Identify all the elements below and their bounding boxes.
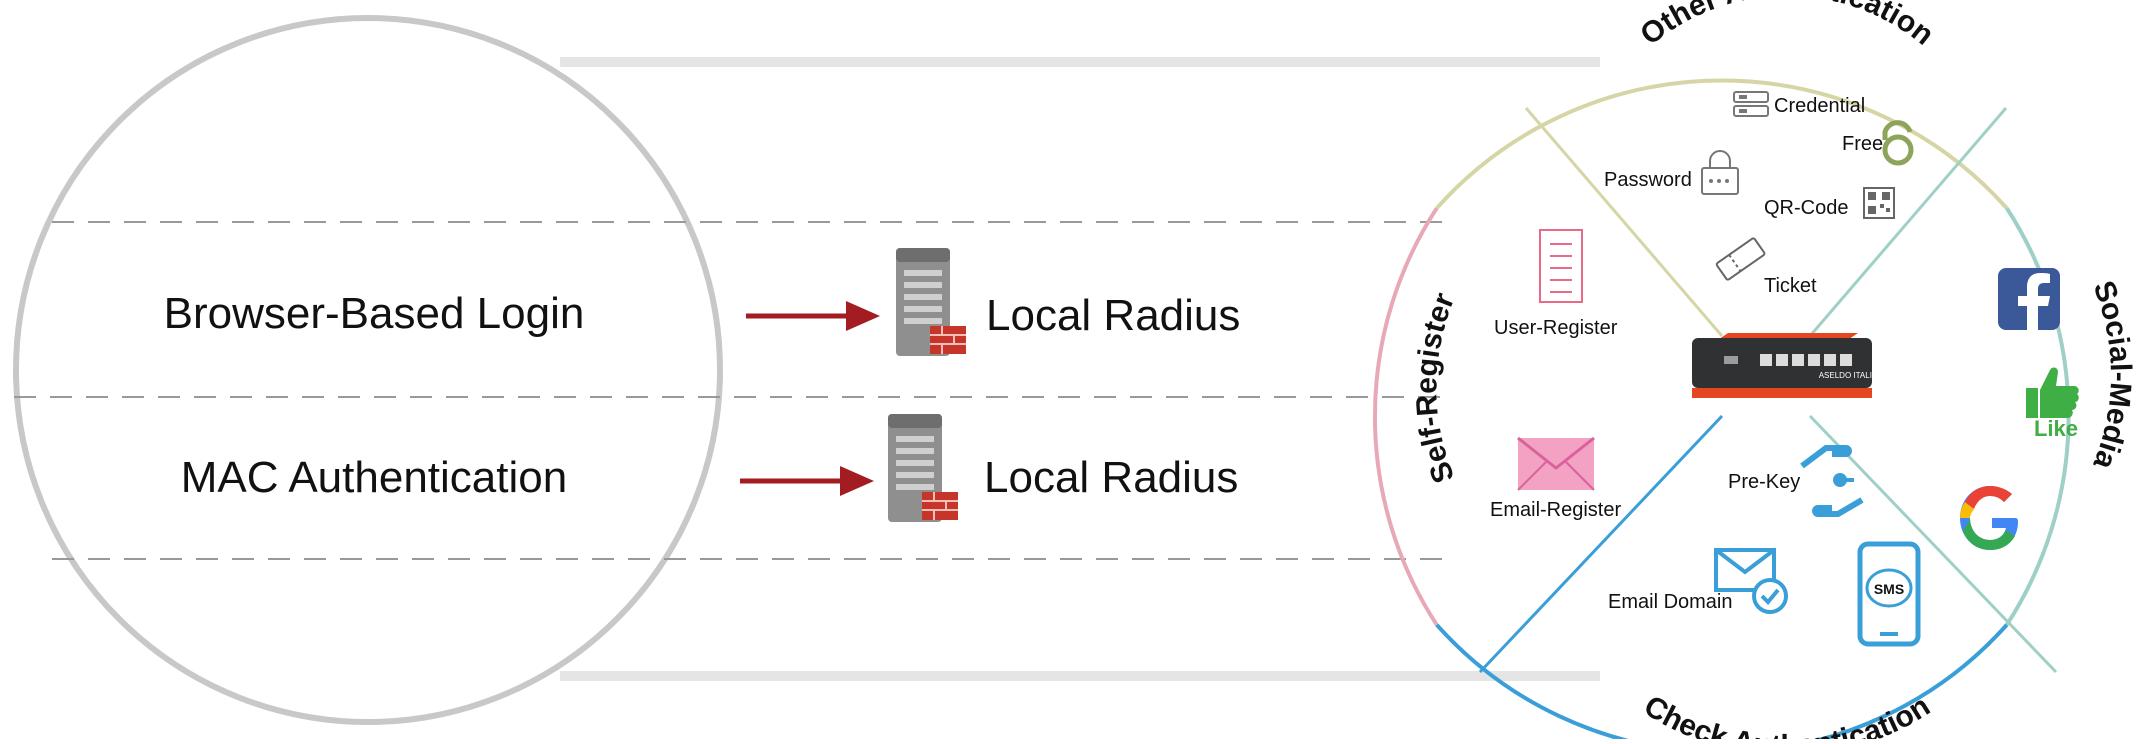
facebook-icon [1998,268,2060,330]
divider-check-self [1478,414,1724,674]
radius-server-icon [896,248,966,356]
ticket-label: Ticket [1764,275,1817,297]
divider-other-self [1524,107,1724,337]
check-authentication-title: Check Authentication [1638,689,1936,739]
email-domain-label: Email Domain [1608,591,1732,613]
credential-icon [1733,91,1769,117]
open-lock-icon [1882,120,1914,166]
browser-based-login-label: Browser-Based Login [164,289,585,338]
mac-authentication-label: MAC Authentication [181,453,567,502]
divider-other-social [1808,107,2008,337]
self-register-arc [1372,207,1439,626]
social-media-title: Social-Media [2086,277,2137,474]
sms-phone-icon [1857,541,1921,647]
other-auth-arc [1435,78,2009,210]
ticket-icon [1715,237,1766,281]
like-thumbs-up-icon [2026,367,2079,418]
arrow-icon [740,466,874,496]
credential-label: Credential [1774,95,1865,117]
qr-code-label: QR-Code [1764,197,1848,219]
local-radius-label-1: Local Radius [986,291,1240,340]
device-brand-label: ASELDO ITALIA [1819,371,1878,380]
network-gateway-device: ASELDO ITALIA [1692,333,1878,398]
user-register-form-icon [1539,229,1583,303]
password-lock-icon [1701,150,1739,195]
qr-code-icon [1863,187,1895,219]
like-label: Like [2034,416,2078,441]
email-domain-icon [1714,548,1788,614]
authentication-wheel: ASELDO ITALIA Credential Free Password Q… [1372,0,2137,744]
sms-label: SMS [1874,581,1904,597]
arrow-icon [746,301,880,331]
email-register-label: Email-Register [1490,499,1621,521]
radius-server-icon [888,414,958,522]
free-label: Free [1842,133,1883,155]
local-radius-label-2: Local Radius [984,453,1238,502]
pre-key-hands-icon [1800,445,1864,517]
auth-methods-circle [13,15,723,725]
check-auth-arc [1435,623,2009,744]
self-register-title: Self-Register [1410,288,1461,487]
other-authentication-title: Other Authentication [1634,0,1940,52]
pre-key-label: Pre-Key [1728,471,1800,493]
email-register-envelope-icon [1517,436,1595,491]
password-label: Password [1604,169,1692,191]
google-icon [1960,486,2018,550]
user-register-label: User-Register [1494,317,1618,339]
divider-social-check [1808,414,2058,674]
